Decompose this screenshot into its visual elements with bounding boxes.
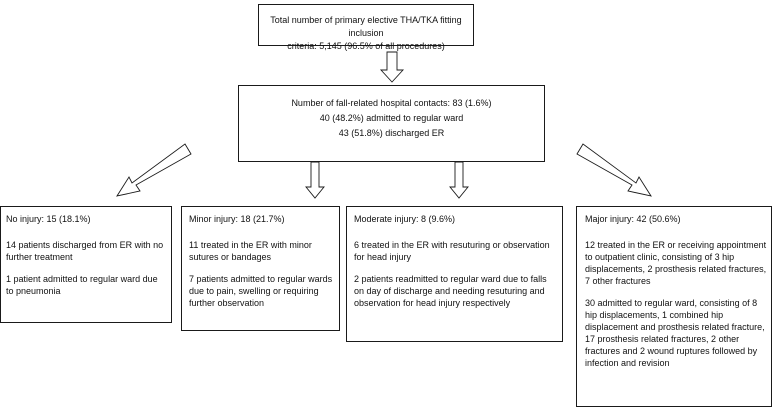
minor-injury-item-1: 11 treated in the ER with minor sutures … — [189, 240, 312, 262]
moderate-injury-item-2: 2 patients readmitted to regular ward du… — [354, 274, 547, 308]
fall-contacts-line2: 40 (48.2%) admitted to regular ward — [319, 113, 464, 123]
arrow-to-moderate-injury — [449, 161, 469, 199]
arrow-to-major-injury — [576, 143, 652, 197]
minor-injury-box: Minor injury: 18 (21.7%) 11 treated in t… — [181, 206, 340, 331]
fall-contacts-box: Number of fall-related hospital contacts… — [238, 85, 545, 162]
moderate-injury-title: Moderate injury: 8 (9.6%) — [354, 214, 456, 224]
moderate-injury-item-1: 6 treated in the ER with resuturing or o… — [354, 240, 550, 262]
fall-contacts-line3: 43 (51.8%) discharged ER — [338, 128, 445, 138]
arrow-to-minor-injury — [305, 161, 325, 199]
major-injury-box: Major injury: 42 (50.6%) 12 treated in t… — [576, 206, 772, 407]
arrow-to-no-injury — [116, 143, 192, 197]
moderate-injury-box: Moderate injury: 8 (9.6%) 6 treated in t… — [346, 206, 563, 342]
no-injury-item-2: 1 patient admitted to regular ward due t… — [6, 274, 158, 296]
total-procedures-line1: Total number of primary elective THA/TKA… — [270, 15, 462, 38]
fall-contacts-line1: Number of fall-related hospital contacts… — [291, 98, 492, 108]
no-injury-title: No injury: 15 (18.1%) — [6, 214, 91, 224]
arrow-down-total-to-fall — [379, 51, 405, 83]
major-injury-item-1: 12 treated in the ER or receiving appoin… — [585, 240, 767, 286]
no-injury-item-1: 14 patients discharged from ER with no f… — [6, 240, 164, 262]
no-injury-box: No injury: 15 (18.1%) 14 patients discha… — [0, 206, 172, 323]
total-procedures-box: Total number of primary elective THA/TKA… — [258, 4, 474, 51]
total-procedures-line2: criteria: 5,145 (96.5% of all procedures… — [287, 41, 445, 51]
minor-injury-item-2: 7 patients admitted to regular wards due… — [189, 274, 333, 308]
major-injury-item-2: 30 admitted to regular ward, consisting … — [585, 298, 765, 368]
major-injury-title: Major injury: 42 (50.6%) — [585, 214, 681, 224]
minor-injury-title: Minor injury: 18 (21.7%) — [189, 214, 285, 224]
